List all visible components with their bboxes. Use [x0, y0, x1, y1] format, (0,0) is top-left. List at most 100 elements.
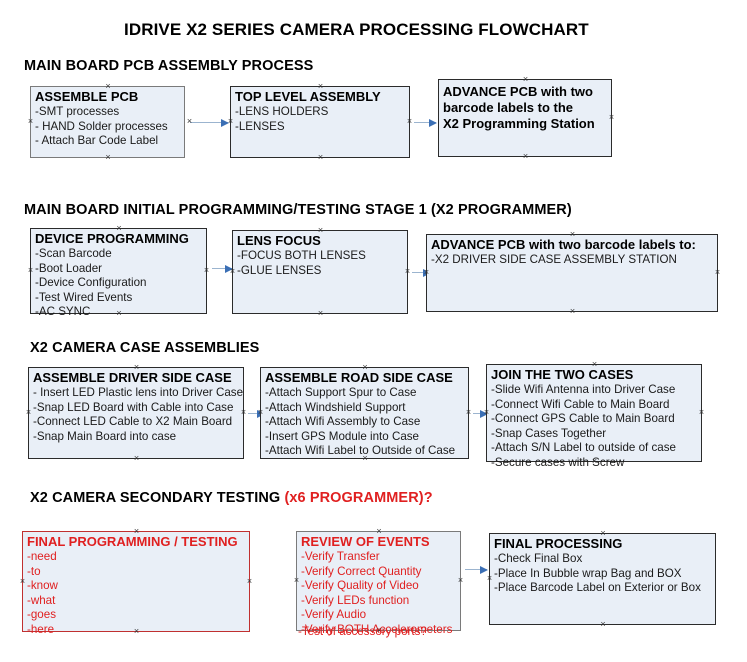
flow-box-title: LENS FOCUS: [237, 233, 321, 248]
section-heading-text: MAIN BOARD INITIAL PROGRAMMING/TESTING S…: [24, 202, 572, 218]
section-heading-x2-camera-secondary-testing: X2 CAMERA SECONDARY TESTING (x6 PROGRAMM…: [30, 490, 433, 506]
flow-box-line: X2 Programming Station: [443, 116, 595, 131]
flow-box-line: -Place In Bubble wrap Bag and BOX: [494, 566, 682, 580]
connection-handle-right[interactable]: [240, 409, 247, 416]
flow-box-top-level-assembly[interactable]: TOP LEVEL ASSEMBLY -LENS HOLDERS -LENSES: [230, 86, 410, 158]
connection-handle-left[interactable]: [293, 577, 300, 584]
flow-box-line: -Scan Barcode: [35, 247, 112, 260]
flow-box-line: -LENSES: [235, 119, 285, 133]
flow-box-line: -FOCUS BOTH LENSES: [237, 249, 366, 262]
flow-box-lens-focus[interactable]: LENS FOCUS -FOCUS BOTH LENSES -GLUE LENS…: [232, 230, 408, 314]
flow-box-line: -Test Wired Events: [35, 290, 133, 304]
flow-box-line: -Attach Windshield Support: [265, 400, 406, 414]
connection-handle-bottom[interactable]: [317, 154, 324, 161]
connection-handle-right[interactable]: [246, 578, 253, 585]
connection-handle-left[interactable]: [19, 578, 26, 585]
flow-box-line: -Attach Wifi Label to Outside of Case: [265, 444, 456, 458]
flow-box-title: REVIEW OF EVENTS: [301, 534, 430, 549]
flow-box-line: -Secure cases with Screw: [491, 455, 625, 469]
flow-box-line: -to: [27, 564, 41, 578]
flow-box-assemble-pcb[interactable]: ASSEMBLE PCB -SMT processes - HAND Solde…: [30, 86, 185, 158]
flow-box-line: -Connect LED Cable to X2 Main Board: [33, 415, 233, 429]
flow-box-line: -LENS HOLDERS: [235, 105, 329, 118]
section-heading-text: X2 CAMERA CASE ASSEMBLIES: [30, 340, 260, 356]
flow-box-title: TOP LEVEL ASSEMBLY: [235, 89, 381, 104]
flow-box-final-programming-testing[interactable]: FINAL PROGRAMMING / TESTING -need -to -k…: [19, 531, 253, 636]
connection-handle-right[interactable]: [404, 268, 411, 275]
connection-handle-right[interactable]: [465, 409, 472, 416]
connection-handle-right[interactable]: [457, 577, 464, 584]
flow-box-line: -Snap Main Board into case: [33, 429, 177, 443]
flow-box-title: ADVANCE PCB with two barcode labels to:: [431, 237, 696, 252]
connector-arrow-3-2-to-3-3: [473, 409, 488, 418]
flow-box-line: -Device Configuration: [35, 276, 147, 290]
flow-box-join-the-two-cases[interactable]: JOIN THE TWO CASES -Slide Wifi Antenna i…: [486, 364, 705, 469]
flow-box-line: -here: [27, 622, 55, 636]
flow-box-line: barcode labels to the: [443, 100, 574, 115]
connection-handle-right[interactable]: [698, 409, 705, 416]
flow-box-line: -Place Barcode Label on Exterior or Box: [494, 581, 701, 595]
flow-box-line: -Verify BOTH Accelerometers: [301, 622, 453, 636]
connection-handle-right[interactable]: [406, 118, 413, 125]
connector-arrow-1-1-to-1-2: [190, 118, 229, 127]
section-heading-main-board-pcb-assembly-process: MAIN BOARD PCB ASSEMBLY PROCESS: [24, 58, 313, 74]
flow-box-line: -goes: [27, 608, 57, 622]
flow-box-line: -need: [27, 550, 57, 563]
connection-handle-bottom[interactable]: [600, 621, 607, 628]
flow-box-line: - HAND Solder processes: [35, 119, 168, 133]
flow-box-line: -Snap LED Board with Cable into Case: [33, 400, 234, 414]
flow-box-line: -Verify Quality of Video: [301, 579, 419, 593]
flow-box-device-programming[interactable]: DEVICE PROGRAMMING -Scan Barcode -Boot L…: [27, 228, 210, 318]
flow-box-title: ASSEMBLE PCB: [35, 89, 139, 104]
section-heading-text: MAIN BOARD PCB ASSEMBLY PROCESS: [24, 58, 314, 74]
connection-handle-bottom[interactable]: [569, 308, 576, 315]
connection-handle-bottom[interactable]: [522, 153, 529, 160]
connection-handle-bottom[interactable]: [105, 154, 112, 161]
flow-box-line: -Connect Wifi Cable to Main Board: [491, 397, 670, 411]
flow-box-line: - Attach Bar Code Label: [35, 134, 159, 148]
flow-box-line: - Insert LED Plastic lens into Driver Ca…: [33, 386, 244, 399]
connection-handle-right[interactable]: [608, 114, 615, 121]
section-heading-main-board-initial-programming: MAIN BOARD INITIAL PROGRAMMING/TESTING S…: [24, 202, 572, 218]
flow-box-overflow-line-review-of-events: -Test of accessory ports?: [298, 625, 427, 638]
connection-handle-left[interactable]: [27, 118, 34, 125]
connection-handle-left[interactable]: [25, 409, 32, 416]
flow-box-line: -Snap Cases Together: [491, 426, 607, 440]
page-title: IDRIVE X2 SERIES CAMERA PROCESSING FLOWC…: [124, 20, 589, 39]
flow-box-advance-pcb-to-x2-programming-station[interactable]: ADVANCE PCB with two barcode labels to t…: [438, 79, 612, 157]
flow-box-title: DEVICE PROGRAMMING: [35, 231, 189, 246]
flow-box-title: ASSEMBLE DRIVER SIDE CASE: [33, 370, 232, 385]
flow-box-line: -Verify Audio: [301, 608, 367, 622]
flow-box-line: -know: [27, 579, 58, 593]
section-heading-text: X2 CAMERA SECONDARY TESTING: [30, 490, 285, 506]
flow-box-final-processing[interactable]: FINAL PROCESSING -Check Final Box -Place…: [489, 533, 716, 625]
flow-box-line: -Attach Wifi Assembly to Case: [265, 415, 421, 429]
flow-box-title: ASSEMBLE ROAD SIDE CASE: [265, 370, 453, 385]
flow-box-line: -SMT processes: [35, 105, 120, 118]
flow-box-line: -Verify Correct Quantity: [301, 564, 422, 578]
connection-handle-left[interactable]: [486, 575, 493, 582]
section-heading-x2-camera-case-assemblies: X2 CAMERA CASE ASSEMBLIES: [30, 340, 259, 356]
flow-box-review-of-events[interactable]: REVIEW OF EVENTS -Verify Transfer -Verif…: [293, 531, 464, 636]
section-heading-annotation: (x6 PROGRAMMER)?: [284, 490, 433, 506]
connection-handle-top[interactable]: [522, 76, 529, 83]
flow-box-title: FINAL PROCESSING: [494, 536, 623, 551]
flow-box-line: -Attach S/N Label to outside of case: [491, 441, 676, 455]
flow-box-line: -Attach Support Spur to Case: [265, 386, 417, 399]
connection-handle-right[interactable]: [714, 269, 721, 276]
connection-handle-bottom[interactable]: [133, 455, 140, 462]
connector-arrow-1-2-to-1-3: [414, 118, 437, 127]
flow-box-title: FINAL PROGRAMMING / TESTING: [27, 534, 238, 549]
flow-box-line: -Connect GPS Cable to Main Board: [491, 412, 675, 426]
flow-box-line: -Boot Loader: [35, 261, 103, 275]
flow-box-assemble-road-side-case[interactable]: ASSEMBLE ROAD SIDE CASE -Attach Support …: [260, 367, 469, 459]
flow-box-line: -X2 DRIVER SIDE CASE ASSEMBLY STATION: [431, 253, 677, 266]
connector-arrow-4-2-to-4-3: [465, 565, 488, 574]
connection-handle-left[interactable]: [27, 267, 34, 274]
flow-box-advance-pcb-to-driver-side-case-assembly[interactable]: ADVANCE PCB with two barcode labels to: …: [426, 234, 718, 312]
connection-handle-bottom[interactable]: [317, 310, 324, 317]
flow-box-assemble-driver-side-case[interactable]: ASSEMBLE DRIVER SIDE CASE - Insert LED P…: [28, 367, 244, 459]
flow-box-line: -Verify LEDs function: [301, 593, 410, 607]
connection-handle-right[interactable]: [203, 267, 210, 274]
flow-box-line: -Slide Wifi Antenna into Driver Case: [491, 383, 676, 396]
